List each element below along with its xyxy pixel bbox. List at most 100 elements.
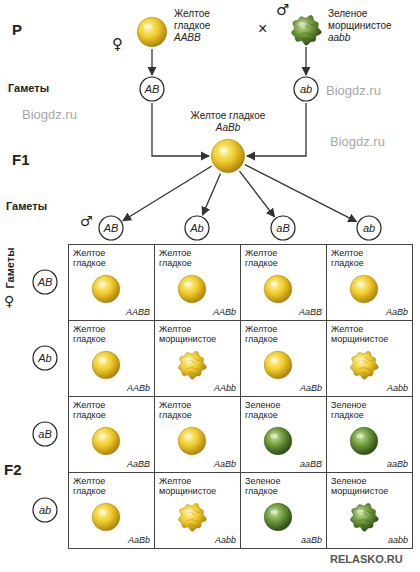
arrow-connector bbox=[245, 165, 357, 222]
genotype-text: Aabb bbox=[387, 383, 408, 393]
pea-highlight bbox=[271, 282, 278, 287]
pea-highlight bbox=[185, 510, 192, 515]
pea-highlight bbox=[357, 510, 364, 515]
punnett-cell: Желтое гладкоеAaBb bbox=[68, 472, 155, 549]
pea-seed bbox=[177, 502, 207, 532]
genotype-text: aaBB bbox=[300, 459, 322, 469]
gamete-label: AB bbox=[139, 76, 165, 102]
smooth-pea bbox=[92, 275, 120, 303]
text-group: Зеленое морщинистоеaabb bbox=[328, 8, 414, 44]
sex-symbol: ♂ bbox=[276, 2, 289, 19]
row-label: Гаметы bbox=[6, 200, 47, 212]
phenotype-text: Желтое морщинистое bbox=[331, 324, 393, 344]
genotype-text: AABb bbox=[127, 383, 150, 393]
arrow-connector bbox=[151, 49, 152, 75]
parent-pea: Желтое гладкоеAABB bbox=[128, 6, 248, 56]
gamete-ring bbox=[33, 422, 57, 446]
smooth-pea bbox=[137, 17, 166, 46]
phenotype-text: Зеленое гладкое bbox=[331, 400, 393, 420]
phenotype-text: Желтое гладкое bbox=[245, 324, 307, 344]
pea-seed bbox=[91, 274, 121, 304]
phenotype-text: Желтое гладкое bbox=[245, 248, 307, 268]
punnett-cell: Желтое гладкоеAaBB bbox=[68, 396, 155, 473]
genotype-text: AABb bbox=[213, 307, 236, 317]
text-group: Желтое гладкоеAABB bbox=[174, 8, 246, 44]
cross-symbol: × bbox=[258, 20, 267, 38]
pea-seed bbox=[91, 426, 121, 456]
pea-seed bbox=[349, 350, 379, 380]
gamete-ring bbox=[185, 216, 209, 240]
watermark: Biogdz.ru bbox=[22, 108, 77, 122]
gamete-ring bbox=[357, 216, 381, 240]
watermark: RELASKO.RU bbox=[330, 553, 403, 565]
pea-highlight bbox=[271, 510, 278, 515]
genotype-text: AaBb bbox=[214, 459, 236, 469]
gamete-label: ab bbox=[356, 215, 382, 241]
pea-highlight bbox=[219, 147, 228, 153]
genotype-text: AaBB bbox=[127, 459, 150, 469]
pea-highlight bbox=[185, 282, 192, 287]
pea-highlight bbox=[271, 358, 278, 363]
pea-seed bbox=[177, 426, 207, 456]
pea-seed bbox=[263, 502, 293, 532]
genotype-text: AaBb bbox=[216, 122, 240, 134]
pea-highlight bbox=[99, 510, 106, 515]
smooth-pea bbox=[264, 427, 292, 455]
punnett-cell: Желтое морщинистоеAAbb bbox=[154, 320, 241, 397]
genotype-text: AaBb bbox=[128, 535, 150, 545]
pea-highlight bbox=[185, 358, 192, 363]
gamete-circle: AB bbox=[139, 76, 165, 102]
gamete-label: ab bbox=[32, 497, 58, 523]
sex-symbol: ♀ bbox=[112, 36, 123, 53]
phenotype-text: Зеленое гладкое bbox=[245, 400, 307, 420]
phenotype-text: Зеленое морщинистое bbox=[328, 8, 414, 32]
arrow-connector bbox=[305, 47, 306, 75]
wrinkled-pea bbox=[179, 503, 207, 531]
phenotype-text: Зеленое морщинистое bbox=[331, 476, 393, 496]
punnett-cell: Желтое гладкоеAaBb bbox=[240, 320, 327, 397]
pea-seed bbox=[290, 14, 322, 46]
gamete-circle: aB bbox=[270, 215, 296, 241]
smooth-pea bbox=[350, 275, 378, 303]
watermark: Biogdz.ru bbox=[326, 84, 381, 98]
gamete-label: AB bbox=[98, 215, 124, 241]
punnett-cell: Желтое морщинистоеAabb bbox=[154, 472, 241, 549]
genotype-text: aaBb bbox=[387, 459, 408, 469]
column-label: Гаметы bbox=[4, 247, 16, 288]
genotype-text: aabb bbox=[388, 535, 408, 545]
wrinkled-pea bbox=[351, 503, 379, 531]
punnett-cell: Желтое гладкоеAABb bbox=[154, 244, 241, 321]
phenotype-text: Желтое морщинистое bbox=[159, 476, 221, 496]
wrinkled-pea bbox=[351, 351, 379, 379]
smooth-pea bbox=[92, 427, 120, 455]
punnett-cell: Зеленое морщинистое aabb bbox=[326, 472, 413, 549]
smooth-pea bbox=[92, 351, 120, 379]
punnett-cell: Зеленое гладкое aaBB bbox=[240, 396, 327, 473]
pea-seed bbox=[349, 426, 379, 456]
genotype-text: AaBb bbox=[386, 307, 408, 317]
gamete-label: aB bbox=[32, 421, 58, 447]
genotype-text: aaBb bbox=[301, 535, 322, 545]
smooth-pea bbox=[264, 275, 292, 303]
gamete-label: AB bbox=[32, 269, 58, 295]
gamete-circle: Ab bbox=[184, 215, 210, 241]
pea-crease bbox=[185, 509, 200, 526]
row-label: Гаметы bbox=[8, 82, 49, 94]
genotype-text: AaBB bbox=[299, 307, 322, 317]
punnett-cell: Желтое морщинистоеAabb bbox=[326, 320, 413, 397]
pea-highlight bbox=[185, 434, 192, 439]
pea-crease bbox=[357, 509, 372, 526]
gamete-circle: Ab bbox=[32, 345, 58, 371]
genotype-text: AaBb bbox=[300, 383, 322, 393]
gamete-label: ab bbox=[293, 76, 319, 102]
pea-highlight bbox=[357, 282, 364, 287]
generation-label: P bbox=[12, 22, 22, 39]
smooth-pea bbox=[264, 503, 292, 531]
phenotype-text: Желтое гладкое bbox=[159, 400, 221, 420]
gamete-circle: ab bbox=[32, 497, 58, 523]
phenotype-text: Желтое гладкое bbox=[73, 324, 135, 344]
phenotype-text: Желтое гладкое bbox=[159, 248, 221, 268]
genotype-text: aabb bbox=[328, 32, 414, 44]
pea-seed bbox=[349, 274, 379, 304]
